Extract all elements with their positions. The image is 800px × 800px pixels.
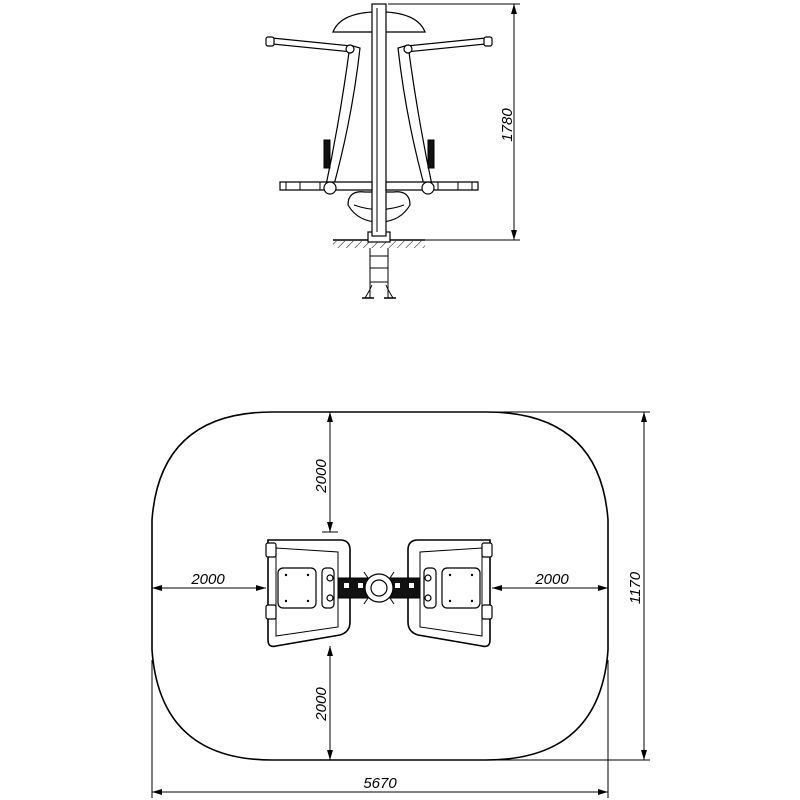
right-foot-platform (385, 181, 479, 195)
right-foot-plate (441, 567, 481, 609)
ground-hatch (333, 241, 425, 248)
right-upper-handle (403, 36, 493, 54)
right-clearance-label: 2000 (534, 571, 569, 588)
right-pedal-bracket (427, 139, 435, 169)
center-hub (337, 571, 421, 605)
plan-view: 2000 2000 2000 2000 1170 5670 (151, 411, 650, 798)
depth-dimension-label: 1170 (627, 571, 644, 604)
side-view: 1780 (265, 3, 520, 299)
left-clearance-label: 2000 (190, 571, 225, 588)
top-clearance-label: 2000 (313, 459, 330, 494)
width-dimension-label: 5670 (363, 775, 397, 792)
height-dimension-label: 1780 (499, 108, 516, 142)
left-station (265, 539, 351, 648)
central-pole (371, 3, 387, 237)
left-foot-platform (279, 181, 373, 195)
left-foot-plate (277, 567, 317, 609)
left-pedal-bracket (323, 139, 331, 169)
right-frame (397, 44, 434, 193)
left-frame (324, 44, 361, 193)
right-station (407, 539, 493, 648)
left-upper-handle (265, 36, 355, 54)
foundation (362, 231, 396, 299)
bottom-clearance-label: 2000 (313, 687, 330, 722)
